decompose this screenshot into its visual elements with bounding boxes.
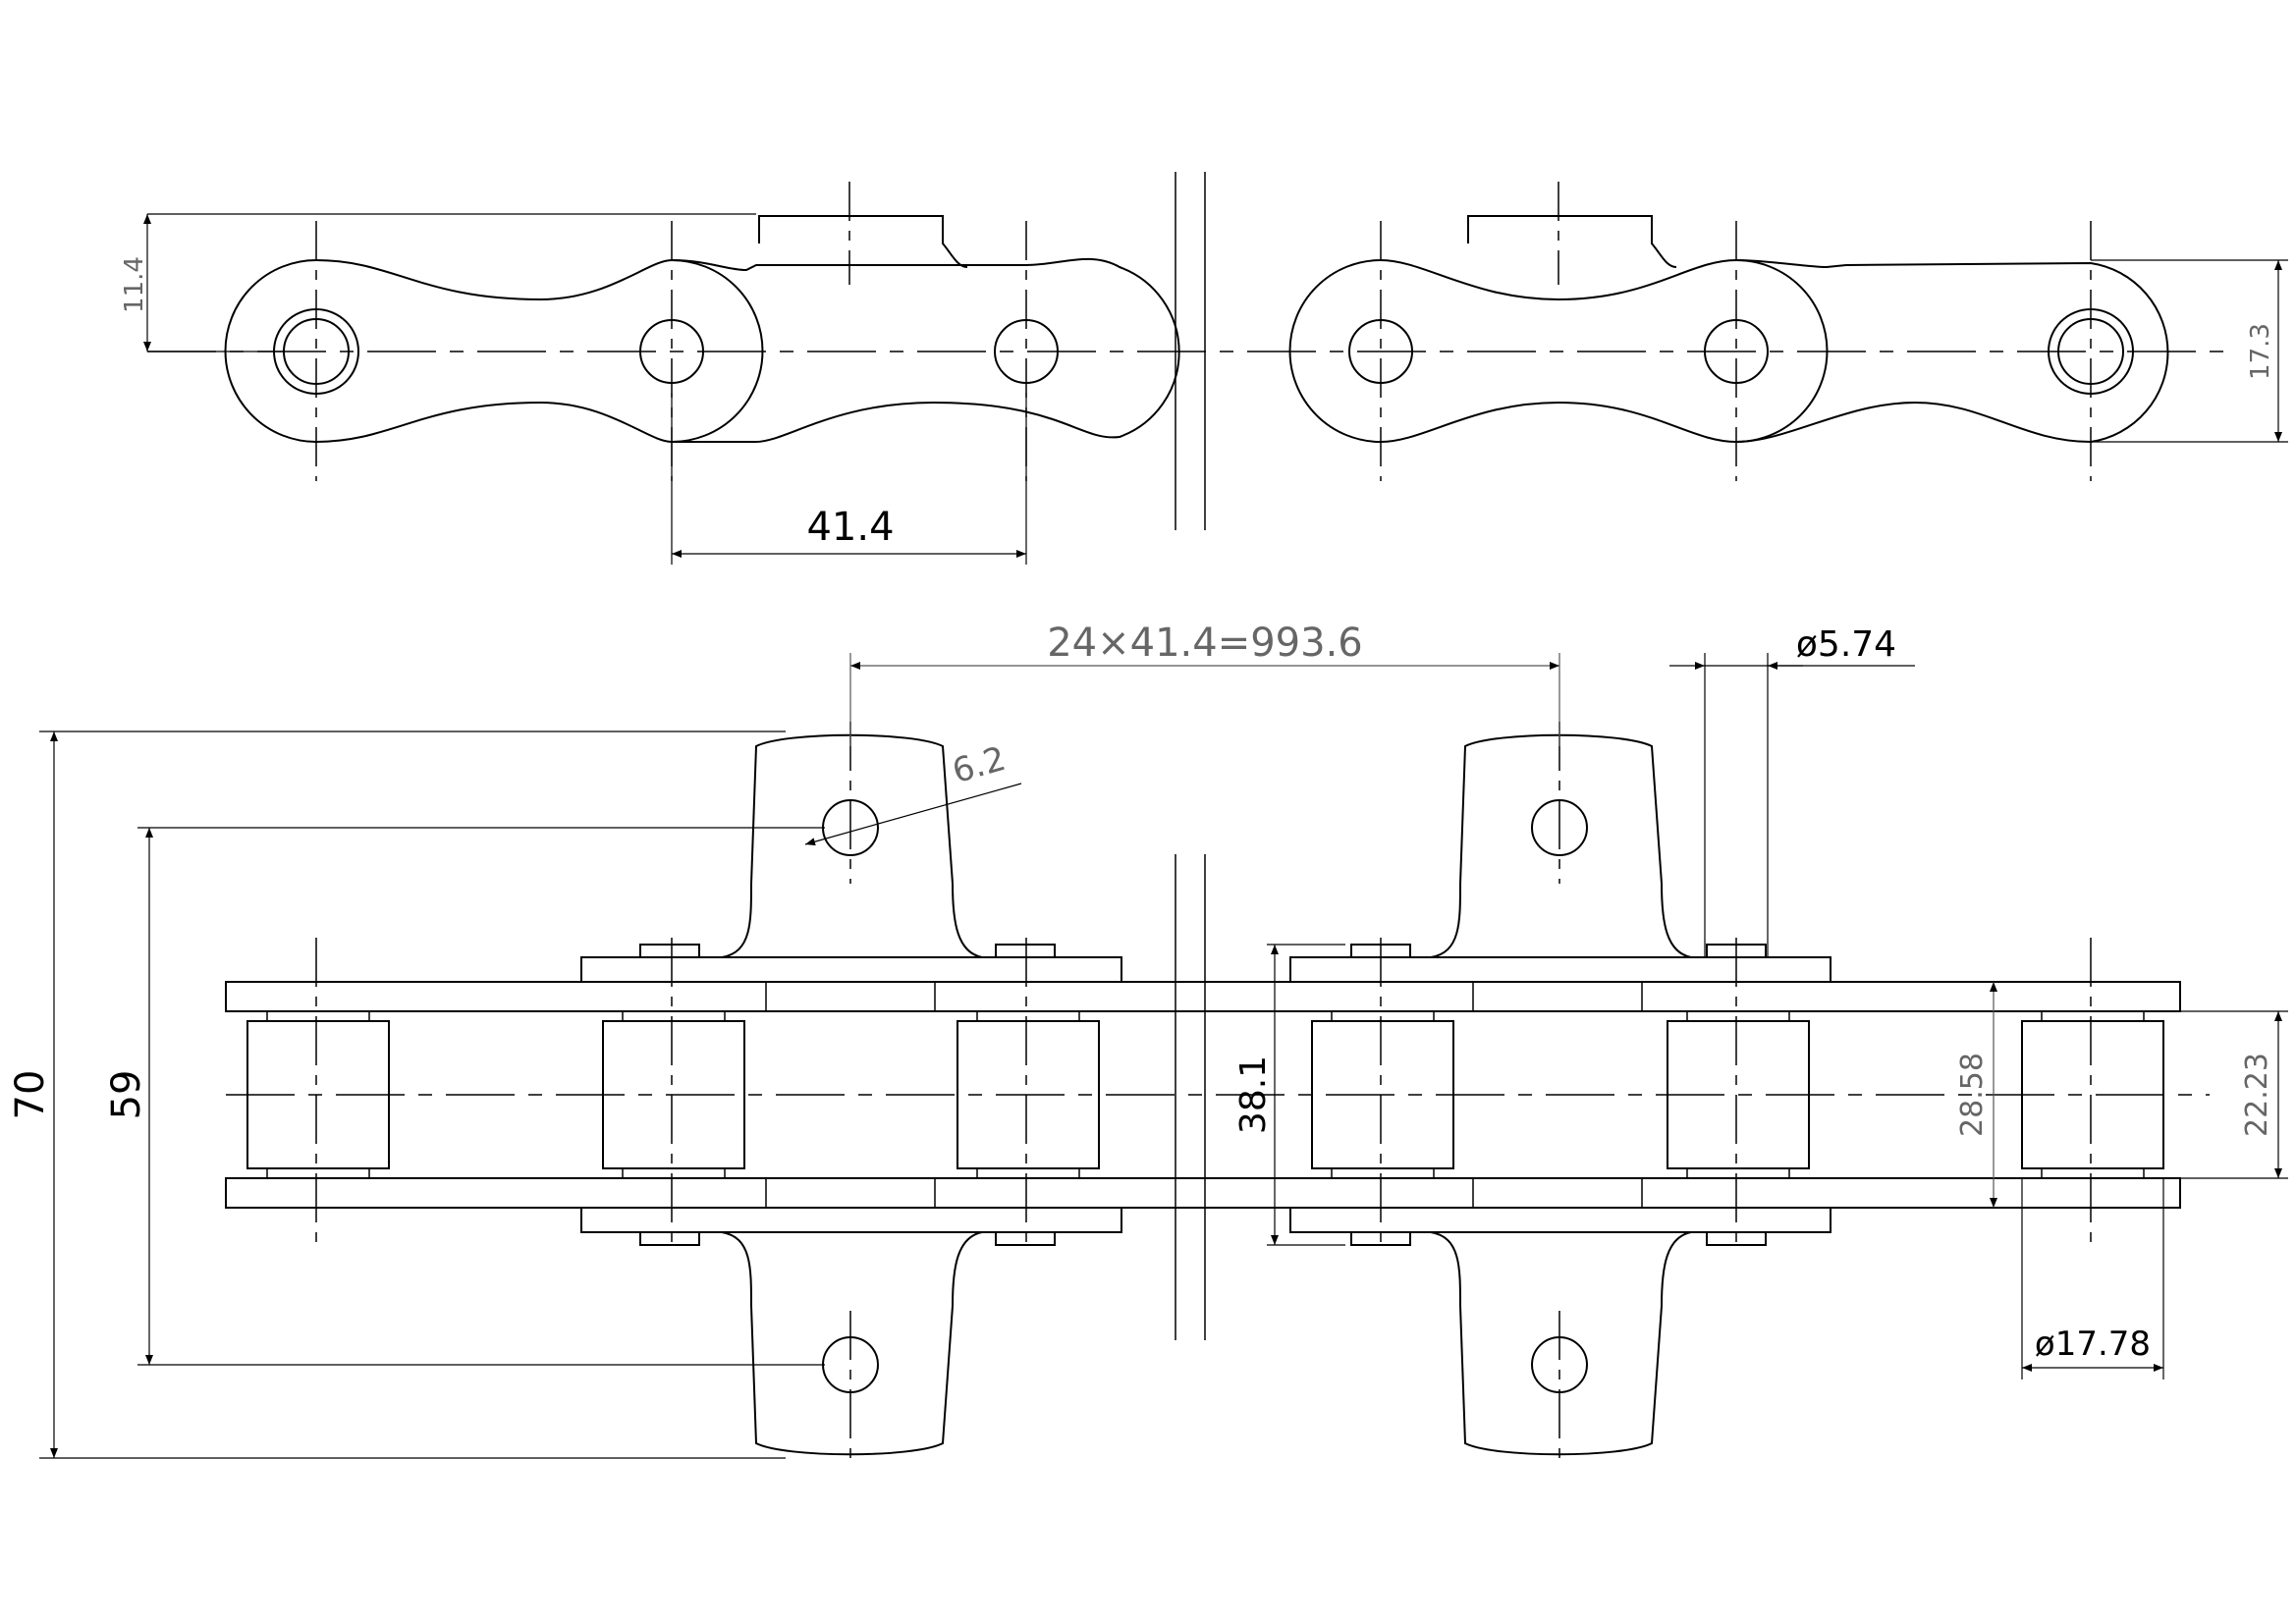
label-small-hole: ø5.74 xyxy=(1796,624,1896,665)
attachment-tab-left xyxy=(758,215,968,268)
attachment-wing-upper-left xyxy=(721,733,983,958)
label-pitch: 41.4 xyxy=(806,505,894,550)
side-view xyxy=(143,172,2288,565)
inner-link-plate-left xyxy=(671,257,1180,443)
pin-hole-4 xyxy=(1348,319,1413,384)
dim-plate-height-right xyxy=(2091,259,2288,443)
pin-hole-5 xyxy=(1704,319,1769,384)
attachment-plates-lower xyxy=(580,1207,1831,1246)
dim-roller-diameter xyxy=(2021,1178,2164,1380)
bushing-ends xyxy=(266,1010,2145,1179)
label-attachment-hole: 6.2 xyxy=(948,739,1010,791)
plan-pin-centers xyxy=(315,722,2092,1463)
attachment-wing-upper-right xyxy=(1430,733,1692,958)
label-roller-width: 28.58 xyxy=(1955,1053,1990,1137)
label-plate-height-right: 17.3 xyxy=(2246,323,2275,380)
break-lines-bottom xyxy=(1175,854,1206,1340)
attachment-plates-upper xyxy=(580,944,1831,983)
lower-plate-row xyxy=(225,1177,2181,1209)
roller-bore-6 xyxy=(2048,308,2134,395)
break-lines-top xyxy=(1175,172,1206,530)
dim-inner-plate-span xyxy=(1267,944,1345,1246)
dim-overall-width xyxy=(39,730,786,1459)
inner-link-plate-right xyxy=(1735,259,2169,444)
dim-inner-width xyxy=(2170,1010,2288,1179)
plate-joints xyxy=(765,982,1643,1208)
label-inner-width: 22.23 xyxy=(2240,1053,2274,1137)
upper-plate-row xyxy=(225,981,2181,1012)
pin-hole-3 xyxy=(994,319,1059,384)
attachment-wing-lower-right xyxy=(1430,1231,1692,1456)
roller-bore-6-inner xyxy=(2057,318,2124,385)
dim-hole-center-spacing xyxy=(137,827,825,1366)
dim-pitch xyxy=(671,393,1027,565)
label-inner-plate-span: 38.1 xyxy=(1233,1055,1274,1134)
label-attachment-spacing: 24×41.4=993.6 xyxy=(1047,621,1363,666)
label-plate-height-top: 11.4 xyxy=(120,256,149,313)
dim-plate-height-top xyxy=(143,213,756,352)
plan-view xyxy=(39,653,2288,1463)
pin-hole-2 xyxy=(639,319,704,384)
attachment-wing-lower-left xyxy=(721,1231,983,1456)
dim-small-hole xyxy=(1669,653,1915,957)
label-hole-center-spacing: 59 xyxy=(104,1070,149,1120)
dim-attachment-hole xyxy=(804,783,1022,846)
attachment-tab-right xyxy=(1467,215,1677,268)
label-overall-width: 70 xyxy=(8,1070,53,1120)
dim-attachment-spacing xyxy=(849,653,1560,746)
label-roller-diameter: ø17.78 xyxy=(2035,1325,2151,1364)
